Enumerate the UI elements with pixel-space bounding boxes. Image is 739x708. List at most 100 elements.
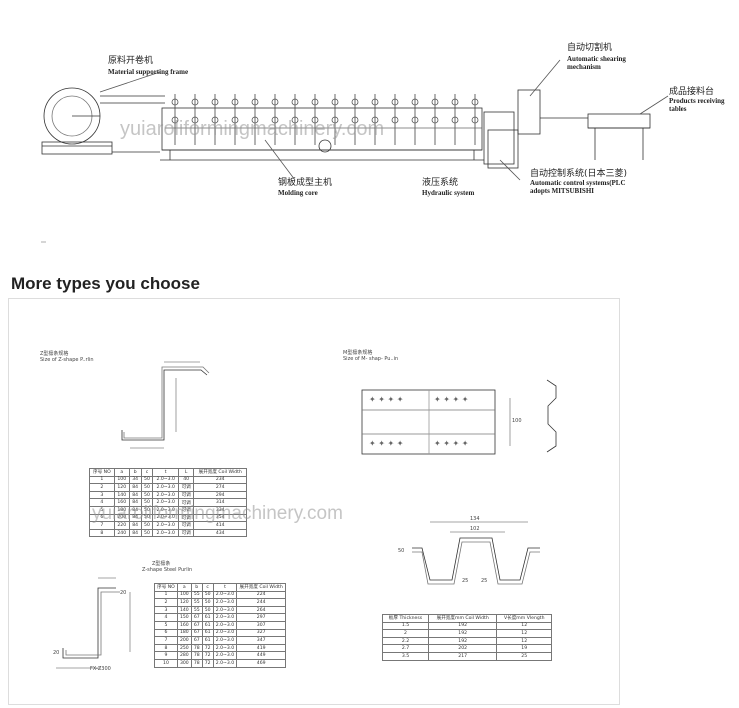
control-label-en2: adopts MITSUBISHI	[530, 187, 594, 195]
table-cell: 419	[236, 643, 286, 653]
column-header: 展开宽度mm Coil Width	[427, 614, 498, 623]
table-cell: 294	[193, 490, 247, 500]
table-cell: 12	[496, 636, 552, 646]
table-cell: 2.7	[382, 644, 429, 653]
table-cell: 3	[89, 490, 115, 500]
table-cell: 2.0~3.0	[212, 605, 238, 615]
table-cell: 347	[236, 636, 286, 645]
table-cell: 150	[176, 613, 192, 622]
machine-diagram: 原料开卷机 Material supporting frame 自动切割机 Au…	[0, 0, 739, 258]
table-cell: 307	[236, 620, 286, 630]
table-cell: 2.0~3.0	[212, 643, 238, 653]
table-cell: 2.0~3.0	[152, 528, 179, 538]
table-cell: 55	[190, 598, 203, 607]
column-header: L	[177, 468, 195, 477]
column-header: a	[113, 468, 130, 477]
table-cell: 7	[154, 636, 178, 645]
receiving-label-en1: Products receiving	[669, 97, 725, 105]
z-shape-title-en: Size of Z-shape P..rlin	[40, 357, 94, 363]
table-cell: 2.2	[382, 636, 429, 646]
table-cell: 50	[140, 490, 154, 500]
table-cell: 3.5	[382, 651, 429, 661]
column-header: b	[190, 583, 203, 592]
table-cell: 67	[190, 636, 203, 645]
table-cell: 2.0~3.0	[212, 636, 238, 645]
control-label-en1: Automatic control systems(PLC	[530, 179, 626, 187]
hydraulic-label-cn: 液压系统	[422, 178, 459, 188]
table-cell: 6	[154, 628, 178, 638]
table-cell: 2.0~3.0	[212, 651, 238, 660]
table-cell: 280	[176, 651, 192, 660]
dim-bottom-a: 25	[462, 578, 469, 584]
dim-top-width: 134	[470, 516, 480, 522]
plate-height-dim: 100	[512, 418, 522, 424]
z-dim-c: 20	[120, 590, 127, 596]
table-cell: 250	[176, 643, 192, 653]
column-header: t	[212, 583, 238, 592]
shearing-label-en1: Automatic shearing	[567, 55, 626, 63]
table-cell: 50	[140, 528, 154, 538]
table-cell: 217	[427, 651, 498, 661]
table-cell: 67	[190, 628, 203, 638]
bottom-watermark: yuiaroliformingmachinery.com	[92, 503, 343, 524]
table-cell: 2	[89, 483, 115, 492]
column-header: b	[128, 468, 142, 477]
column-header: t	[152, 468, 179, 477]
table-cell: 78	[190, 658, 203, 668]
table-cell: 2.0~3.0	[152, 475, 179, 485]
m-shape-title-en: Size of M- shap- Pu..in	[343, 356, 399, 362]
table-cell: 84	[128, 528, 142, 538]
table-cell: 2.0~3.0	[212, 628, 238, 638]
table-cell: 120	[113, 483, 130, 492]
table-cell: 25	[496, 651, 552, 661]
table-cell: 264	[236, 605, 286, 615]
table-cell: 160	[176, 620, 192, 630]
table-cell: 192	[427, 636, 498, 646]
table-cell: 202	[427, 644, 498, 653]
table-cell: 5	[154, 620, 178, 630]
receiving-label-cn: 成品接料台	[669, 87, 715, 97]
table-cell: 224	[236, 590, 286, 600]
table-cell: 40	[177, 475, 195, 485]
table-cell: 1	[154, 590, 178, 600]
table-cell: 55	[190, 605, 203, 615]
material-frame-label-en: Material supporting frame	[108, 68, 189, 76]
dim-bottom-b: 25	[481, 578, 488, 584]
table-cell: 78	[190, 643, 203, 653]
table-cell: 50	[201, 598, 214, 607]
z-shape-title-cn: Z型檩条规格	[40, 351, 69, 357]
table-cell: 8	[154, 643, 178, 653]
column-header: 板厚 Thickness	[382, 614, 429, 623]
table-cell: 67	[190, 613, 203, 622]
receiving-label-en2: tables	[669, 105, 687, 113]
table-cell: 61	[201, 628, 214, 638]
fx-label: FX-Z300	[90, 666, 111, 672]
table-cell: 2.0~3.0	[212, 590, 238, 600]
table-cell: 50	[201, 590, 214, 600]
table-cell: 2.0~3.0	[212, 658, 238, 668]
table-cell: 84	[128, 483, 142, 492]
table-cell: 100	[113, 475, 130, 485]
column-header: c	[140, 468, 154, 477]
table-cell: 50	[140, 475, 154, 485]
table-cell: 300	[176, 658, 192, 668]
table-cell: 180	[176, 628, 192, 638]
table-cell: 4	[154, 613, 178, 622]
table-cell: 234	[193, 475, 247, 485]
